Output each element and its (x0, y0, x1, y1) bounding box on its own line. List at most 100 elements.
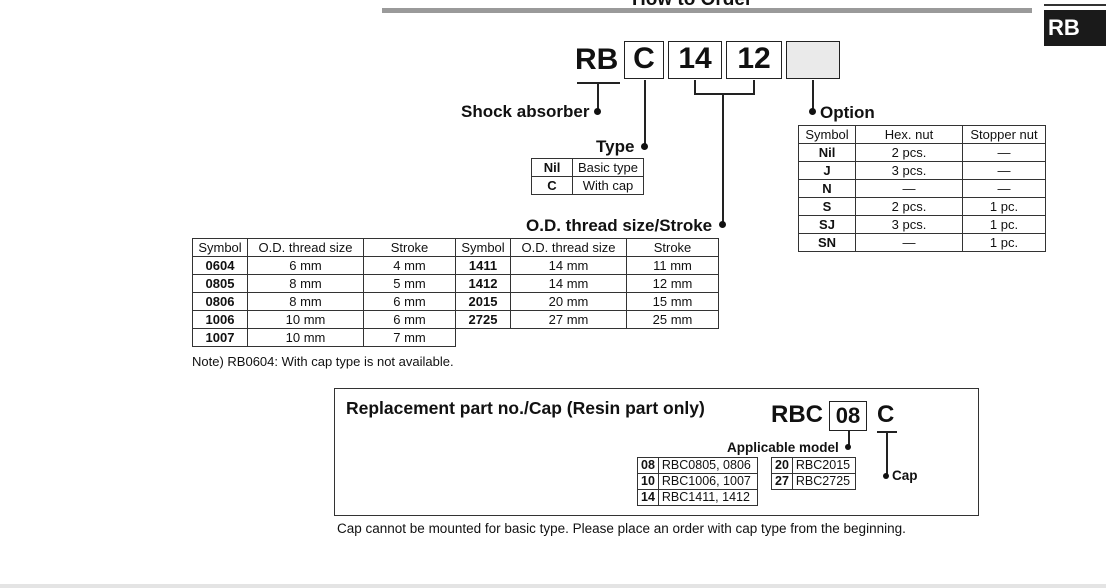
bracket-left (694, 80, 696, 94)
table-row: 1006 10 mm 6 mm 2725 27 mm 25 mm (192, 310, 719, 329)
table-row: 27 RBC2725 (771, 473, 856, 490)
cell: 2725 (455, 310, 511, 329)
cell: 0604 (192, 256, 248, 275)
thread-stroke-label: O.D. thread size/Stroke (526, 216, 713, 235)
leader-applicable (848, 431, 850, 446)
col-header: Stroke (363, 238, 456, 257)
cell: 1007 (192, 328, 248, 347)
cell: 1 pc. (962, 197, 1046, 216)
cell: 0806 (192, 292, 248, 311)
cell: 0805 (192, 274, 248, 293)
section-tab-rb[interactable]: RB (1044, 10, 1106, 46)
cell: SJ (798, 215, 856, 234)
table-row: 10 RBC1006, 1007 (637, 473, 758, 490)
table-row: 08 RBC0805, 0806 (637, 457, 758, 474)
cell: N (798, 179, 856, 198)
bracket-right (753, 80, 755, 94)
empty-cell (627, 329, 719, 347)
model-code: 27 (771, 473, 793, 490)
table-row: SJ 3 pcs. 1 pc. (798, 215, 1046, 234)
cell: 11 mm (626, 256, 719, 275)
model-name: RBC1006, 1007 (657, 473, 758, 490)
bullet-applicable (845, 444, 851, 450)
code-box-option (786, 41, 840, 79)
applicable-models-right: 20 RBC2015 27 RBC2725 (771, 457, 856, 490)
cell: 3 pcs. (855, 215, 963, 234)
bullet-shock-absorber (594, 108, 601, 115)
table-row: 0805 8 mm 5 mm 1412 14 mm 12 mm (192, 274, 719, 293)
bracket-base (694, 93, 755, 95)
replacement-code-box: 08 (829, 401, 867, 431)
table-header-row: Symbol Hex. nut Stopper nut (798, 125, 1046, 144)
model-name: RBC0805, 0806 (657, 457, 758, 474)
cell: 1412 (455, 274, 511, 293)
size-note: Note) RB0604: With cap type is not avail… (192, 354, 454, 369)
cell: 2015 (455, 292, 511, 311)
model-code: 14 (637, 489, 659, 506)
cell: 1 pc. (962, 233, 1046, 252)
cell: — (962, 143, 1046, 162)
type-desc: Basic type (572, 158, 644, 177)
type-label: Type (596, 137, 635, 156)
table-row: S 2 pcs. 1 pc. (798, 197, 1046, 216)
replacement-title: Replacement part no./Cap (Resin part onl… (346, 398, 705, 418)
cell: 15 mm (626, 292, 719, 311)
cell: SN (798, 233, 856, 252)
table-row: C With cap (531, 176, 644, 195)
table-row: 1007 10 mm 7 mm (192, 328, 719, 347)
cell: J (798, 161, 856, 180)
leader-rb (597, 82, 599, 110)
page-title-fragment: How to Order (632, 0, 752, 11)
replacement-part-panel: Replacement part no./Cap (Resin part onl… (334, 388, 979, 516)
cell: Nil (798, 143, 856, 162)
cell: — (962, 161, 1046, 180)
cell: 10 mm (247, 310, 364, 329)
cell: 10 mm (247, 328, 364, 347)
cell: 12 mm (626, 274, 719, 293)
table-row: Nil 2 pcs. — (798, 143, 1046, 162)
col-header: O.D. thread size (247, 238, 364, 257)
table-row: Nil Basic type (531, 158, 644, 177)
table-row: SN — 1 pc. (798, 233, 1046, 252)
cell: 6 mm (363, 310, 456, 329)
code-prefix: RB (575, 43, 619, 76)
table-row: J 3 pcs. — (798, 161, 1046, 180)
cell: 25 mm (626, 310, 719, 329)
shock-absorber-label: Shock absorber (461, 102, 590, 121)
underline-rb (577, 82, 620, 84)
col-header: Symbol (798, 125, 856, 144)
cell: — (855, 179, 963, 198)
footer-note: Cap cannot be mounted for basic type. Pl… (337, 521, 906, 536)
cell: 3 pcs. (855, 161, 963, 180)
cell: 27 mm (510, 310, 627, 329)
suffix-underline (877, 431, 897, 433)
leader-type (644, 80, 646, 146)
table-row: 0604 6 mm 4 mm 1411 14 mm 11 mm (192, 256, 719, 275)
cell: 6 mm (247, 256, 364, 275)
bullet-type (641, 143, 648, 150)
cell: S (798, 197, 856, 216)
header-rule (382, 8, 1032, 13)
model-code: 20 (771, 457, 793, 474)
table-row: N — — (798, 179, 1046, 198)
cell: 1 pc. (962, 215, 1046, 234)
applicable-models-left: 08 RBC0805, 0806 10 RBC1006, 1007 14 RBC… (637, 457, 758, 506)
cell: — (855, 233, 963, 252)
replacement-code-prefix: RBC (771, 401, 823, 428)
cell: 8 mm (247, 292, 364, 311)
col-header: Symbol (455, 238, 511, 257)
cell: 6 mm (363, 292, 456, 311)
bullet-cap (883, 473, 889, 479)
table-row: 20 RBC2015 (771, 457, 856, 474)
type-table: Nil Basic type C With cap (531, 158, 644, 195)
cell: 5 mm (363, 274, 456, 293)
cell: 2 pcs. (855, 197, 963, 216)
code-box-stroke: 12 (726, 41, 782, 79)
cell: 14 mm (510, 256, 627, 275)
leader-thread (722, 93, 724, 223)
model-name: RBC1411, 1412 (657, 489, 758, 506)
bottom-rule (0, 584, 1106, 588)
cell: 7 mm (363, 328, 456, 347)
cell: 2 pcs. (855, 143, 963, 162)
replacement-code-suffix: C (877, 401, 895, 428)
